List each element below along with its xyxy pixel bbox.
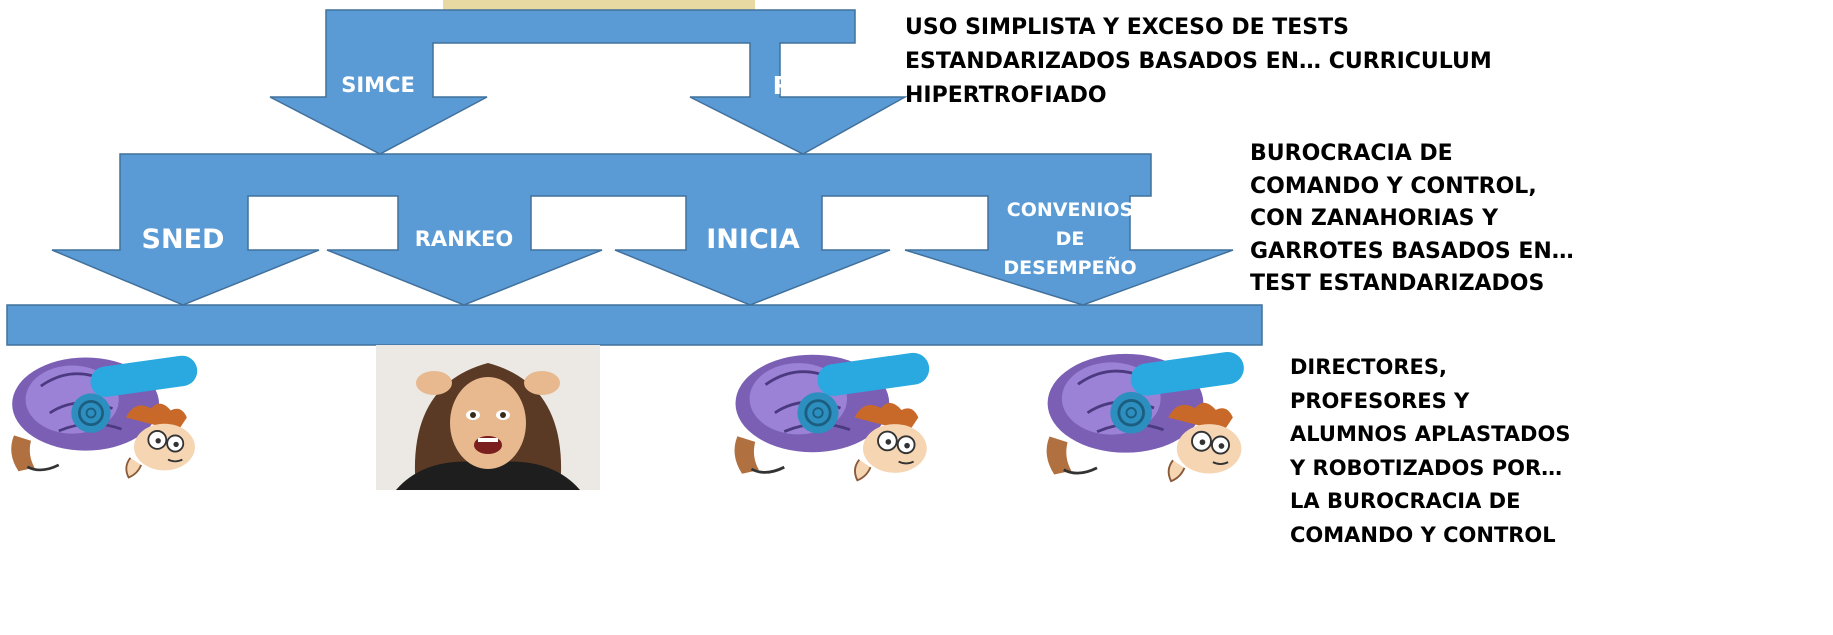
side-note-bureaucracy: BUROCRACIA DE COMANDO Y CONTROL, CON ZAN… [1250,138,1574,301]
side-note-bureaucracy-line1: BUROCRACIA DE [1250,141,1453,166]
side-note-bureaucracy-line5: TEST ESTANDARIZADOS [1250,271,1545,296]
side-note-people-line3: ALUMNOS APLASTADOS [1290,422,1571,446]
arrow-label-psu: PSU [773,71,830,100]
level1-arrow-group [269,9,908,155]
side-note-bureaucracy-line3: CON ZANAHORIAS Y [1250,206,1499,231]
level1-arrows-shape [269,9,908,155]
side-note-bureaucracy-line4: GARROTES BASADOS EN… [1250,238,1574,264]
crushed-student-cartoon-icon [9,352,201,479]
side-note-people-line1: DIRECTORES, [1290,355,1447,379]
bottom-bar [6,304,1263,346]
side-note-bureaucracy-line2: COMANDO Y CONTROL, [1250,173,1537,199]
arrow-label-convenios-line1: CONVENIOS [1007,199,1134,221]
side-note-tests-line1: USO SIMPLISTA Y EXCESO DE TESTS [905,15,1350,40]
side-note-people: DIRECTORES, PROFESORES Y ALUMNOS APLASTA… [1290,351,1570,552]
side-note-tests: USO SIMPLISTA Y EXCESO DE TESTS ESTANDAR… [905,11,1492,113]
side-note-people-line2: PROFESORES Y [1290,388,1470,413]
arrow-label-simce: SIMCE [341,73,415,97]
side-note-tests-line2: ESTANDARIZADOS BASADOS EN… CURRICULUM [905,49,1492,74]
level2-arrows-shape [51,153,1234,306]
crushed-student-cartoon-icon [733,349,933,482]
arrow-label-inicia: INICIA [706,224,800,255]
side-note-people-line5: LA BUROCRACIA DE [1290,489,1521,513]
side-note-tests-line3: HIPERTROFIADO [905,83,1107,108]
crushed-student-cartoon-icon [1045,348,1248,483]
level2-arrow-group [51,153,1234,306]
arrow-label-rankeo: RANKEO [415,227,513,251]
side-note-people-line6: COMANDO Y CONTROL [1290,522,1556,547]
arrow-label-convenios-line3: DESEMPEÑO [1003,255,1136,279]
stressed-woman-photo-icon [376,345,600,490]
arrow-label-sned: SNED [142,224,225,255]
side-note-people-line4: Y ROBOTIZADOS POR… [1290,455,1563,480]
arrow-label-convenios-line2: DE [1056,228,1085,250]
